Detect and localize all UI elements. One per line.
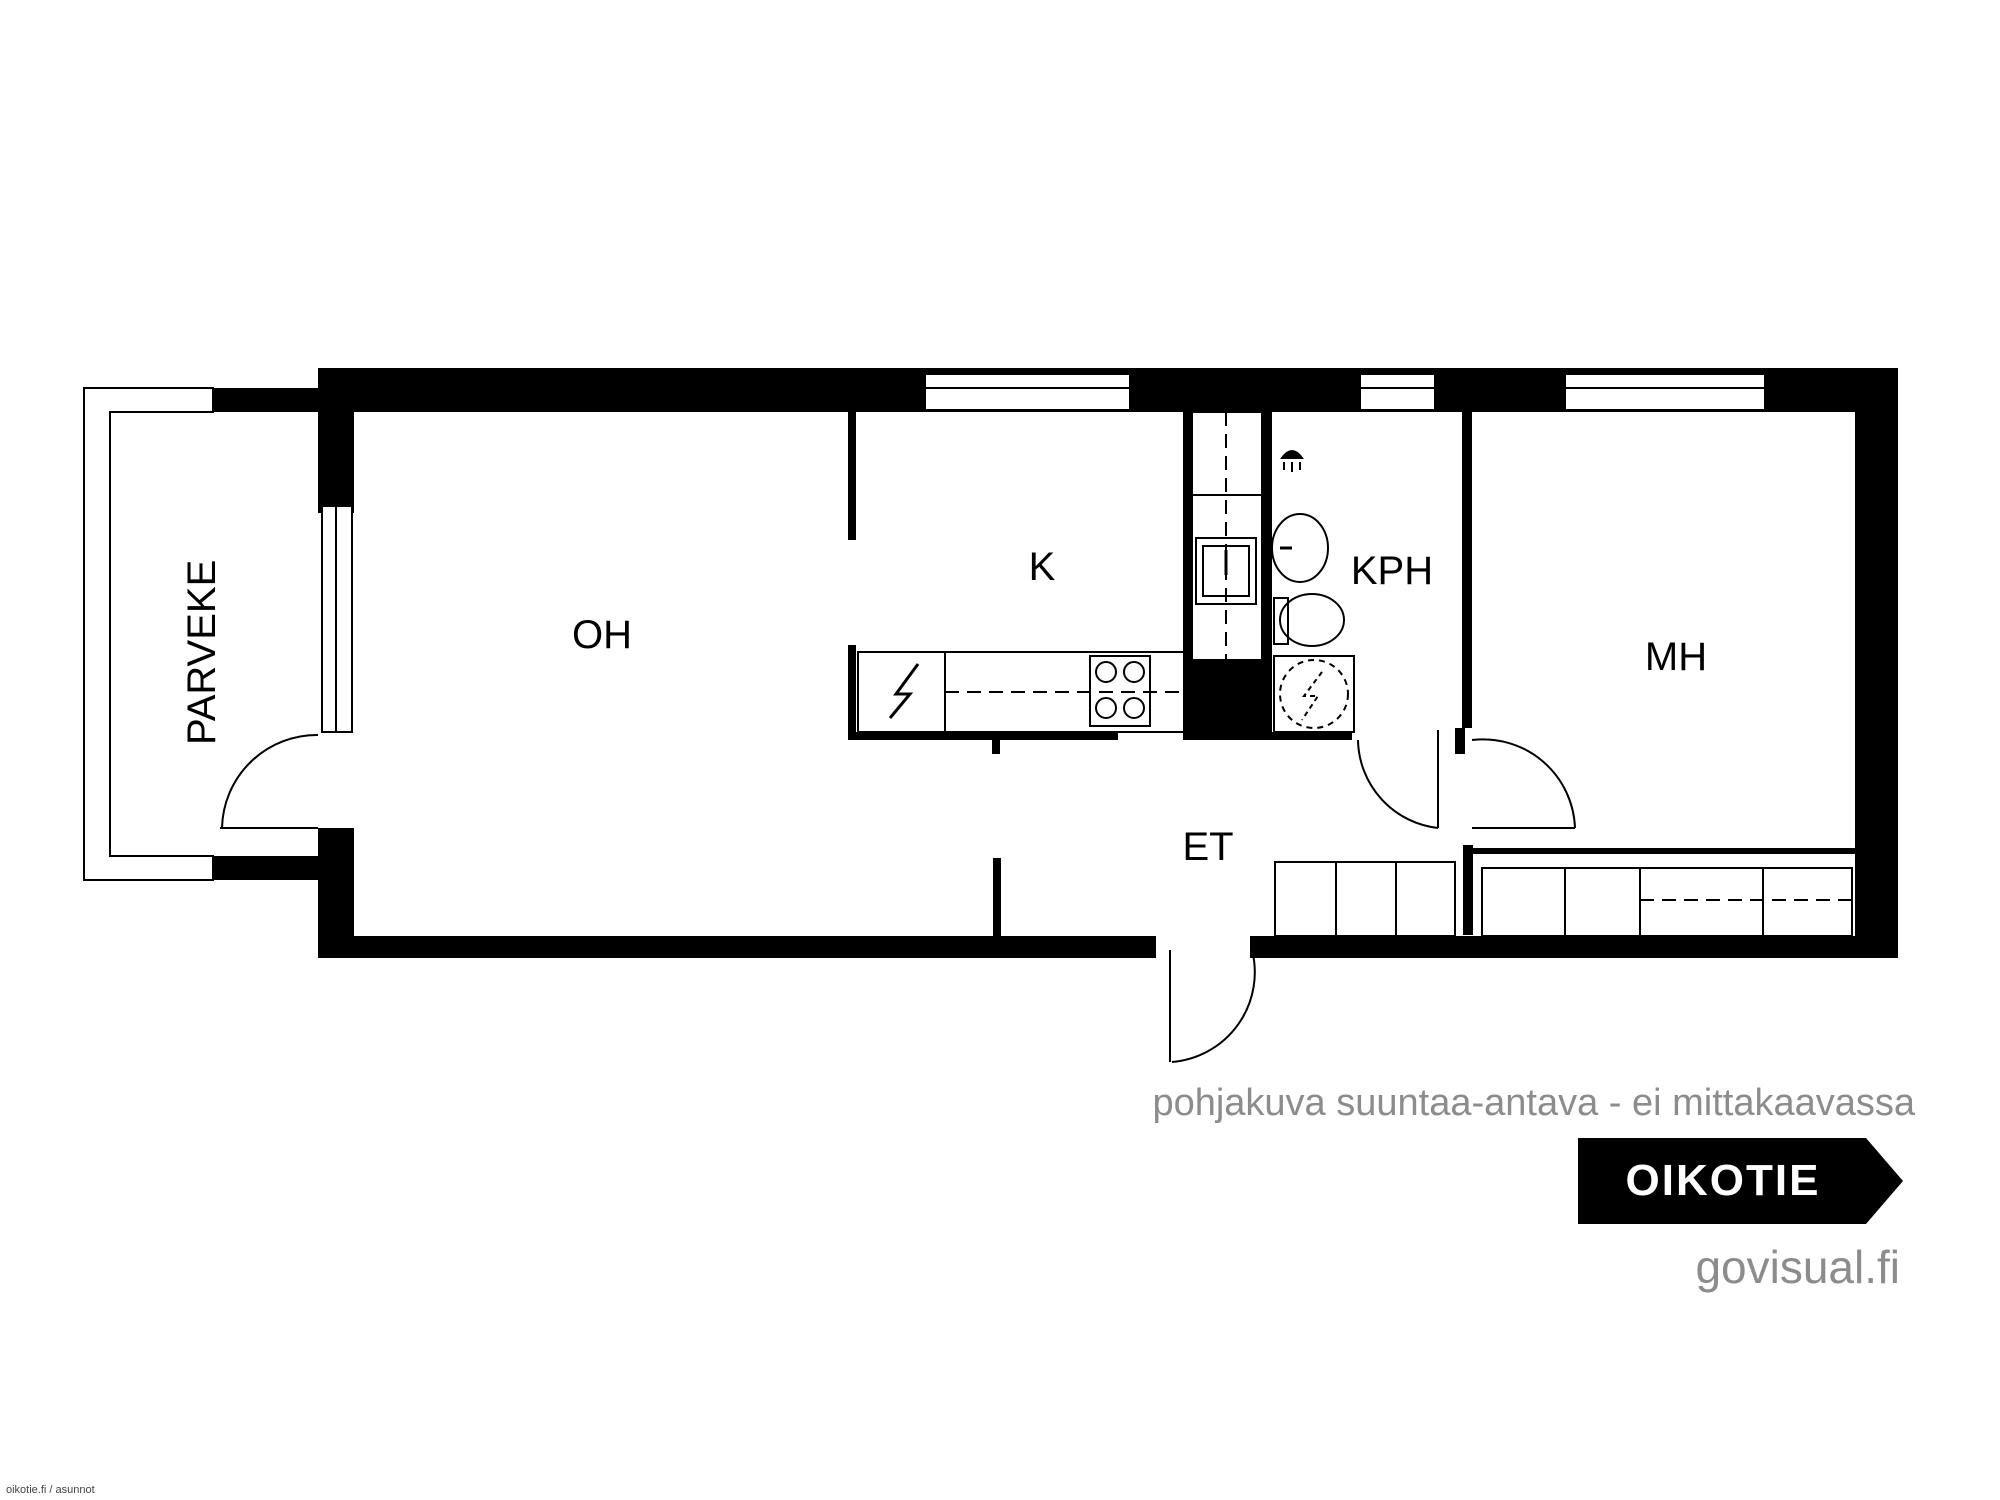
windows [321, 373, 1766, 733]
oikotie-logo-text: OIKOTIE [1625, 1156, 1821, 1205]
bathroom-fixtures [1271, 450, 1355, 733]
disclaimer-text: pohjakuva suuntaa-antava - ei mittakaava… [1152, 1082, 1915, 1124]
room-label-living-room: OH [572, 613, 632, 657]
source-text: oikotie.fi / asunnot [6, 1484, 95, 1496]
doors [220, 730, 1576, 1063]
room-label-entrance: ET [1182, 825, 1233, 869]
interior-walls [848, 412, 1858, 936]
balcony-outline [83, 387, 214, 881]
website-text: govisual.fi [1695, 1241, 1900, 1293]
wardrobes [1274, 861, 1853, 937]
room-label-kitchen: K [1029, 545, 1056, 589]
kitchen-fixtures [857, 411, 1263, 733]
room-label-bedroom: MH [1645, 635, 1707, 679]
oikotie-logo-shape [1578, 1138, 1903, 1224]
room-label-balcony: PARVEKE [180, 560, 224, 745]
room-label-bathroom: KPH [1351, 549, 1433, 593]
